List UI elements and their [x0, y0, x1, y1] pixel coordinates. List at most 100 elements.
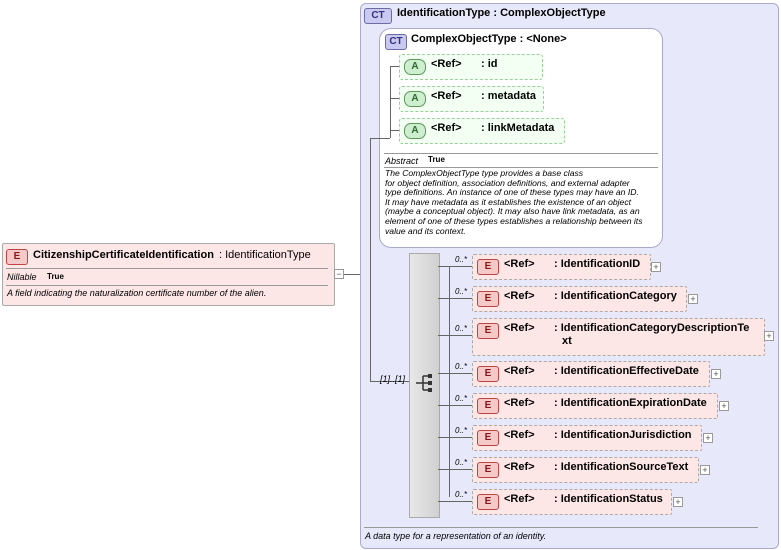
- attribute-name: : linkMetadata: [481, 122, 555, 134]
- attribute-ref: <Ref>: [431, 122, 462, 134]
- sequence-icon: [416, 374, 432, 392]
- nillable-label: Nillable: [7, 272, 37, 282]
- element-badge: E: [6, 249, 28, 265]
- expand-button[interactable]: +: [703, 433, 713, 443]
- connector-line: [390, 66, 399, 67]
- attribute-badge: A: [404, 59, 426, 75]
- attribute-ref: <Ref>: [431, 90, 462, 102]
- element-badge: E: [477, 398, 499, 414]
- connector-line: [438, 335, 472, 336]
- expand-button[interactable]: +: [688, 294, 698, 304]
- element-ref: <Ref>: [504, 493, 535, 505]
- element-name: : IdentificationCategory: [554, 290, 677, 302]
- connector-line: [344, 274, 360, 275]
- element-badge: E: [477, 462, 499, 478]
- element-cardinality: 0..*: [455, 394, 468, 403]
- element-name: : IdentificationJurisdiction: [554, 429, 692, 441]
- element-badge: E: [477, 494, 499, 510]
- element-name: : IdentificationEffectiveDate: [554, 365, 699, 377]
- complex-type-title: IdentificationType : ComplexObjectType: [397, 7, 606, 19]
- element-identification-source-text[interactable]: [472, 457, 699, 483]
- element-cardinality: 0..*: [455, 426, 468, 435]
- attribute-badge: A: [404, 123, 426, 139]
- connector-line: [438, 405, 472, 406]
- connector-line: [390, 130, 391, 138]
- root-element-description: A field indicating the naturalization ce…: [7, 288, 267, 298]
- divider: [364, 527, 758, 528]
- element-name: : IdentificationID: [554, 258, 641, 270]
- element-cardinality: 0..*: [455, 458, 468, 467]
- element-ref: <Ref>: [504, 429, 535, 441]
- attribute-name: : metadata: [481, 90, 537, 102]
- attribute-name: : id: [481, 58, 498, 70]
- connector-line: [370, 138, 390, 139]
- element-identification-category[interactable]: [472, 286, 687, 312]
- attribute-ref: <Ref>: [431, 58, 462, 70]
- element-ref: <Ref>: [504, 322, 535, 334]
- element-identification-jurisdiction[interactable]: [472, 425, 702, 451]
- nillable-value: True: [47, 272, 64, 281]
- element-ref: <Ref>: [504, 290, 535, 302]
- sequence-cardinality: [1]..[1]: [380, 374, 406, 384]
- connector-line: [438, 437, 472, 438]
- root-element-type: : IdentificationType: [219, 249, 311, 261]
- divider: [384, 167, 658, 168]
- element-ref: <Ref>: [504, 258, 535, 270]
- root-element-box[interactable]: [2, 243, 335, 306]
- element-badge: E: [477, 291, 499, 307]
- divider: [384, 153, 658, 154]
- abstract-label: Abstract: [385, 156, 419, 166]
- root-element-name: CitizenshipCertificateIdentification: [33, 249, 214, 261]
- connector-line: [438, 501, 472, 502]
- element-ref: <Ref>: [504, 397, 535, 409]
- element-badge: E: [477, 366, 499, 382]
- element-badge: E: [477, 259, 499, 275]
- connector-line: [390, 130, 399, 131]
- attribute-link-metadata[interactable]: [399, 118, 565, 144]
- element-name: : IdentificationSourceText: [554, 461, 689, 473]
- connector-line: [438, 469, 472, 470]
- divider: [6, 268, 328, 269]
- connector-line: [438, 266, 472, 267]
- sequence-compositor[interactable]: [409, 253, 440, 518]
- connector-line: [370, 138, 371, 381]
- base-type-description: The ComplexObjectType type provides a ba…: [385, 168, 643, 236]
- element-name: : IdentificationExpirationDate: [554, 397, 707, 409]
- expand-button[interactable]: +: [719, 401, 729, 411]
- divider: [6, 285, 328, 286]
- element-cardinality: 0..*: [455, 490, 468, 499]
- complex-type-description: A data type for a representation of an i…: [365, 531, 547, 541]
- abstract-value: True: [428, 155, 445, 164]
- expand-button[interactable]: +: [711, 369, 721, 379]
- attribute-badge: A: [404, 91, 426, 107]
- element-identification-category-description-text[interactable]: [472, 318, 765, 356]
- element-ref: <Ref>: [504, 461, 535, 473]
- element-cardinality: 0..*: [455, 255, 468, 264]
- expand-button[interactable]: +: [673, 497, 683, 507]
- expand-button[interactable]: +: [764, 331, 774, 341]
- element-badge: E: [477, 323, 499, 339]
- connector-line: [370, 381, 409, 382]
- connector-line: [449, 266, 450, 497]
- element-name: : IdentificationStatus: [554, 493, 663, 505]
- element-cardinality: 0..*: [455, 287, 468, 296]
- element-identification-status[interactable]: [472, 489, 672, 515]
- connector-line: [438, 298, 472, 299]
- complex-type-badge: CT: [364, 8, 392, 24]
- element-name-wrap: xt: [562, 335, 572, 347]
- base-type-title: ComplexObjectType : <None>: [411, 33, 567, 45]
- element-identification-effective-date[interactable]: [472, 361, 710, 387]
- connector-line: [390, 98, 399, 99]
- element-cardinality: 0..*: [455, 362, 468, 371]
- collapse-button[interactable]: −: [334, 269, 344, 279]
- connector-line: [438, 373, 472, 374]
- element-ref: <Ref>: [504, 365, 535, 377]
- base-type-badge: CT: [385, 34, 407, 50]
- element-identification-expiration-date[interactable]: [472, 393, 718, 419]
- expand-button[interactable]: +: [700, 465, 710, 475]
- element-identification-id[interactable]: [472, 254, 651, 280]
- element-cardinality: 0..*: [455, 324, 468, 333]
- element-badge: E: [477, 430, 499, 446]
- element-name: : IdentificationCategoryDescriptionTe: [554, 322, 750, 334]
- expand-button[interactable]: +: [651, 262, 661, 272]
